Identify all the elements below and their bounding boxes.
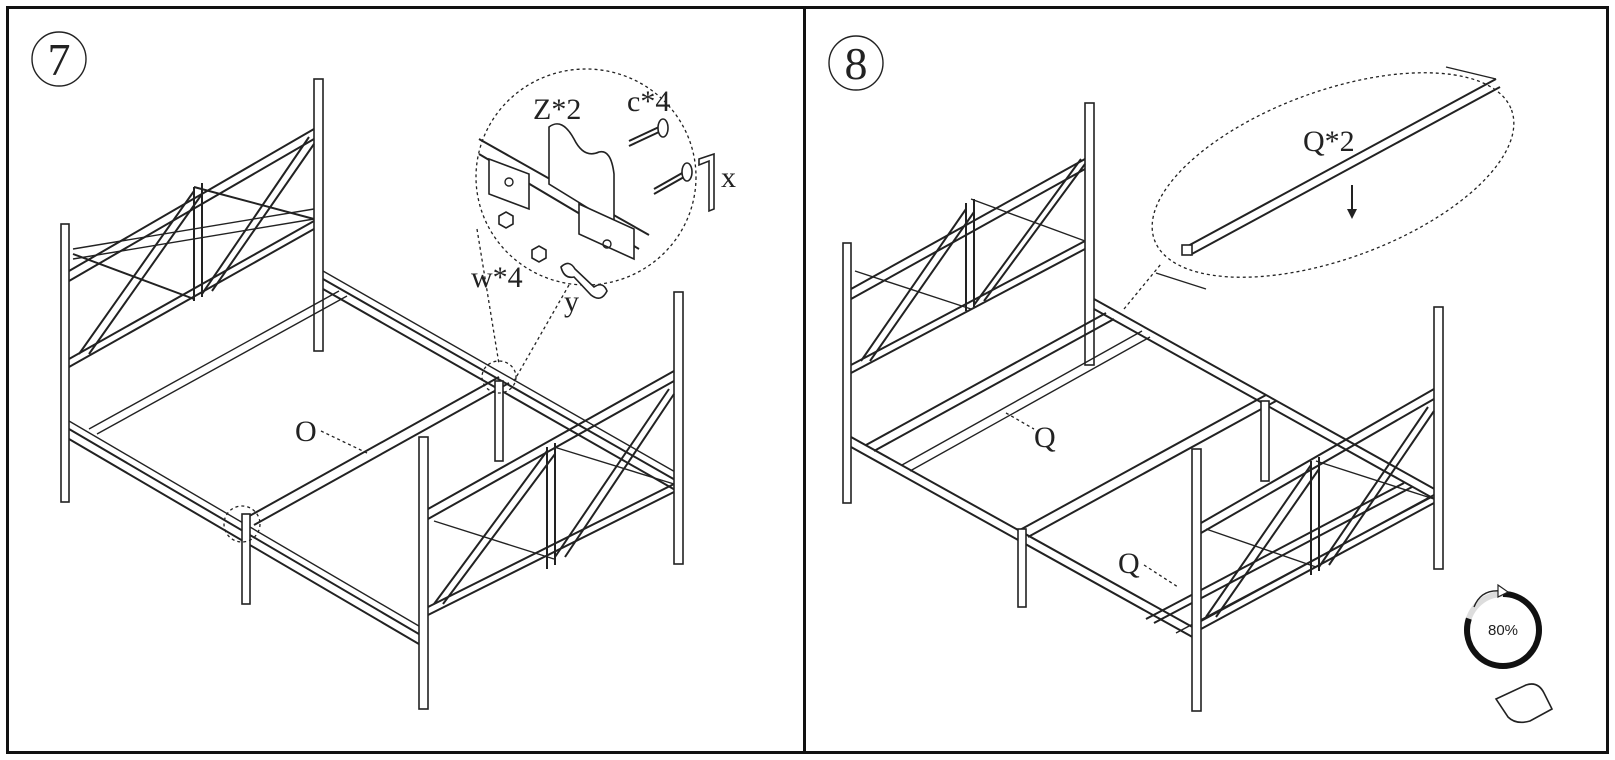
progress-label: 80%: [1488, 622, 1518, 639]
joint-callout-rear: [481, 360, 517, 394]
step-7-number: 7: [48, 34, 71, 85]
step-8-number: 8: [845, 38, 868, 89]
label-bolt: c*4: [627, 85, 670, 118]
bolt-c-icon: [628, 126, 660, 142]
nut-w-icon: [498, 211, 514, 229]
slats-Q: [865, 312, 1433, 634]
headboard: [842, 102, 1095, 504]
wrench-y-icon: [560, 262, 608, 299]
center-slat-O: [88, 290, 510, 605]
step-8-drawing: 8: [828, 35, 1554, 724]
detail-zoom-callout: [475, 68, 697, 286]
step-7-circle: [31, 31, 87, 87]
label-slat-a: Q: [1034, 421, 1056, 454]
bracket-Z-icon: [548, 123, 615, 226]
step-8-panel: 8: [803, 6, 1609, 754]
step-7-drawing: 7: [31, 31, 736, 710]
progress-indicator: 80%: [1464, 583, 1554, 724]
hand-swipe-icon: [1494, 683, 1554, 724]
footboard: [1191, 306, 1444, 712]
label-allen-key: x: [721, 161, 736, 194]
arrow-down-icon: [1347, 209, 1357, 219]
label-slat-b: Q: [1118, 547, 1140, 580]
footboard: [418, 291, 684, 710]
slat-Q-detail: [1155, 66, 1501, 290]
step-8-circle: [828, 35, 884, 91]
detail-parts: [478, 118, 715, 299]
label-nut: w*4: [471, 261, 523, 294]
slat-zoom-callout: [1151, 72, 1515, 278]
headboard: [60, 78, 324, 503]
joint-callout-front: [223, 505, 261, 543]
step-7-panel: 7: [6, 6, 806, 754]
label-bracket: Z*2: [533, 93, 581, 126]
side-rails: [850, 298, 1439, 640]
label-slat-O: O: [295, 415, 317, 448]
label-slat-count: Q*2: [1303, 125, 1355, 158]
allen-key-x-icon: [698, 152, 715, 213]
label-wrench: y: [564, 285, 579, 318]
